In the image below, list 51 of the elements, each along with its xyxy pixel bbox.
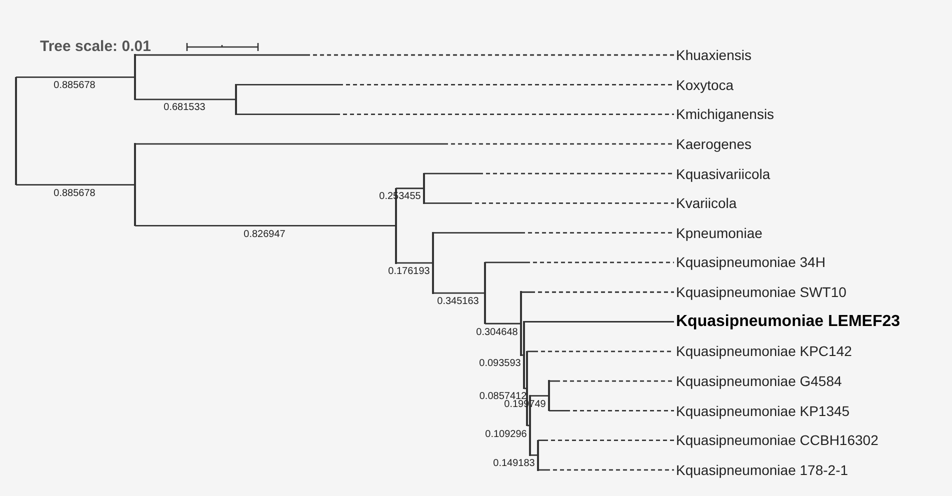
tree-branch — [236, 114, 674, 115]
tree-branch — [424, 202, 674, 204]
tree-branch — [16, 184, 134, 186]
tree-branch — [16, 76, 134, 78]
taxon-label: Kquasipneumoniae SWT10 — [676, 282, 846, 302]
tree-branch — [549, 410, 674, 412]
tree-branch — [135, 224, 395, 226]
support-value: 0.681533 — [164, 102, 206, 114]
taxon-label: Kquasivariicola — [676, 164, 770, 184]
tree-branch — [530, 395, 548, 397]
taxon-label: Kquasipneumoniae 34H — [676, 252, 826, 272]
tree-branch — [527, 350, 674, 352]
tree-scale-label: Tree scale: 0.01 — [40, 38, 151, 55]
taxon-label: Kaerogenes — [676, 134, 752, 154]
tree-branch — [396, 262, 432, 264]
support-value: 0.885678 — [54, 80, 96, 92]
taxon-label: Kvariicola — [676, 193, 737, 214]
taxon-label: Kmichiganensis — [676, 104, 774, 124]
support-value: 0.345163 — [437, 296, 479, 308]
tree-branch — [433, 232, 674, 234]
taxon-label: Kquasipneumoniae 178-2-1 — [676, 460, 848, 480]
tree-branch — [236, 84, 674, 86]
support-value: 0.176193 — [388, 266, 430, 277]
support-value: 0.885678 — [54, 188, 96, 199]
taxon-label: Kquasipneumoniae KP1345 — [676, 400, 850, 421]
taxon-label: Kquasipneumoniae CCBH16302 — [676, 430, 878, 450]
tree-branch — [135, 143, 674, 145]
tree-branch — [433, 292, 484, 294]
support-value: 0.826947 — [244, 228, 286, 240]
tree-branch — [485, 262, 674, 264]
taxon-label: Khuaxiensis — [676, 45, 752, 65]
taxon-label: Kpneumoniae — [676, 222, 762, 243]
support-value: 0.304648 — [476, 326, 518, 338]
taxon-label: Kquasipneumoniae G4584 — [676, 371, 842, 392]
tree-branch — [549, 380, 674, 382]
taxon-label: Koxytoca — [676, 74, 734, 95]
tree-branch — [538, 469, 674, 471]
tree-branch — [538, 440, 674, 442]
tree-branch — [485, 322, 520, 324]
taxon-label: Kquasipneumoniae KPC142 — [676, 341, 852, 362]
support-value: 0.093593 — [479, 358, 521, 370]
tree-branch — [135, 54, 674, 56]
support-value: 0.109296 — [485, 428, 527, 440]
tree-branch — [424, 172, 674, 174]
tree-branch — [135, 98, 235, 100]
tree-branch — [521, 291, 674, 293]
taxon-label: Kquasipneumoniae LEMEF23 — [676, 312, 900, 332]
tree-branch — [396, 188, 423, 190]
tree-branch — [524, 321, 674, 322]
support-value: 0.149183 — [493, 458, 535, 470]
tree-branch — [530, 454, 537, 456]
